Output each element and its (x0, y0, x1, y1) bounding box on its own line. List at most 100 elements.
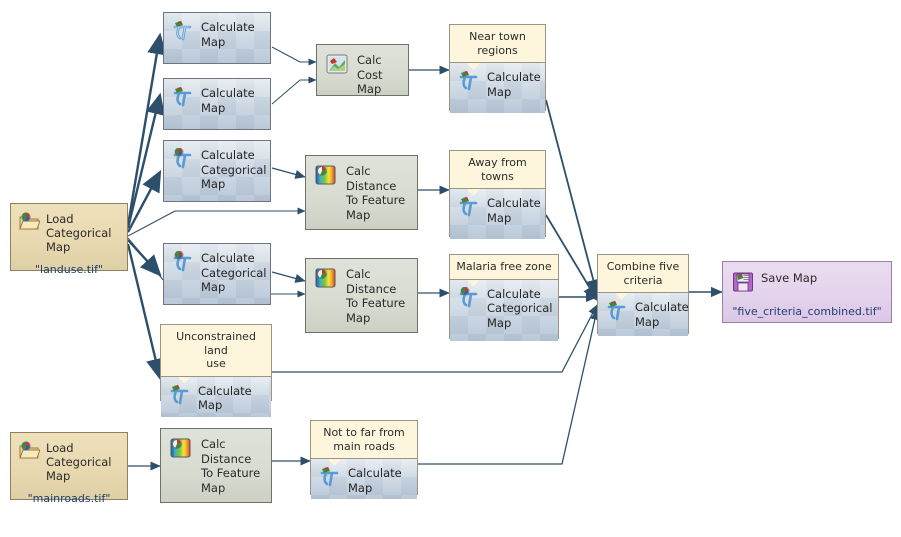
node-label: Calc Cost Map (357, 53, 383, 96)
node-header: Calculate Map (450, 189, 545, 225)
node-label: Calc Distance To Feature Map (346, 267, 406, 325)
node-header: Calc Distance To Feature Map (306, 156, 417, 222)
group-body: Calculate Map (598, 292, 689, 336)
node-save-map[interactable]: Save Map "five_criteria_combined.tif" (722, 261, 892, 323)
node-label: Load Categorical Map (46, 212, 112, 254)
node-calculate-categorical-map-malaria[interactable]: Calculate Categorical Map (450, 279, 558, 341)
group-near-town-regions[interactable]: Near town regions Calculate Map (449, 24, 546, 113)
folder-categorical-icon (19, 441, 40, 459)
distance-to-feature-icon (315, 268, 336, 288)
group-body: Calculate Map (450, 62, 545, 113)
wire-calcmap2-cost (271, 76, 317, 105)
group-title: Near town regions (450, 25, 545, 62)
node-calculate-categorical-map-2[interactable]: Calculate Categorical Map (163, 243, 271, 305)
node-header: Calculate Map (161, 377, 271, 413)
distance-to-feature-icon (315, 165, 336, 185)
node-calc-cost-map[interactable]: Calc Cost Map (316, 44, 409, 96)
wire-landuse-calccat2 (127, 239, 162, 277)
node-calculate-categorical-map-1[interactable]: Calculate Categorical Map (163, 140, 271, 202)
node-label: Calculate Map (487, 70, 541, 99)
node-header: Calculate Map (598, 293, 689, 329)
node-label: Calculate Categorical Map (487, 286, 553, 330)
group-notch (178, 376, 191, 384)
node-label: Calc Distance To Feature Map (201, 437, 261, 495)
node-header: Calculate Map (164, 79, 270, 115)
node-label: Calculate Map (201, 86, 255, 115)
node-calc-distance-to-feature-map-1[interactable]: Calc Distance To Feature Map (305, 155, 418, 230)
node-header: Calculate Map (450, 63, 545, 99)
calculate-categorical-map-icon (459, 286, 478, 307)
group-combine-five-criteria[interactable]: Combine five criteria Calculate Map (597, 254, 689, 336)
node-load-categorical-map-landuse[interactable]: Load Categorical Map "landuse.tif" (10, 203, 128, 276)
node-label: Calculate Map (201, 20, 255, 49)
node-calculate-map-combine[interactable]: Calculate Map (598, 293, 689, 336)
node-header: Save Map (723, 262, 891, 293)
calculate-map-icon (170, 384, 189, 404)
node-calculate-map-2[interactable]: Calculate Map (163, 78, 271, 130)
calculate-map-icon (607, 301, 626, 321)
node-label: Load Categorical Map (46, 441, 112, 483)
group-title: Away from towns (450, 151, 545, 188)
group-notch (467, 189, 480, 196)
node-label: Calculate Map (487, 196, 541, 225)
node-label: Save Map (761, 271, 818, 285)
node-filename: "five_criteria_combined.tif" (732, 305, 882, 318)
group-title: Unconstrained land use (161, 325, 271, 376)
calculate-map-icon (459, 71, 478, 91)
floppy-disk-icon (733, 272, 753, 292)
cost-map-icon (326, 54, 348, 74)
group-unconstrained-land-use[interactable]: Unconstrained land use Calculate Map (160, 324, 272, 417)
calculate-map-icon (320, 467, 339, 487)
group-title: Malaria free zone (450, 255, 558, 279)
node-label: Calculate Map (348, 466, 402, 495)
wire-landuse-calcmap1 (126, 32, 167, 226)
node-label: Calculate Categorical Map (201, 251, 267, 294)
wire-landuse-calccat1 (126, 169, 162, 233)
node-label: Calculate Map (635, 300, 689, 329)
wire-landuse-calcmap2 (126, 92, 165, 229)
group-notch (467, 279, 480, 287)
node-header: Calculate Categorical Map (164, 244, 270, 295)
calculate-categorical-map-icon (173, 148, 192, 169)
node-calculate-map-unconstrained[interactable]: Calculate Map (161, 376, 271, 417)
node-label: Calc Distance To Feature Map (346, 164, 406, 222)
node-calc-distance-to-feature-map-3[interactable]: Calc Distance To Feature Map (160, 428, 272, 503)
node-header: Calculate Map (164, 13, 270, 49)
group-body: Calculate Categorical Map (450, 278, 558, 341)
wire-calccat2-dist2 (271, 271, 306, 283)
calculate-map-icon (173, 87, 192, 107)
node-label: Calculate Map (198, 383, 252, 413)
node-header: Load Categorical Map (11, 433, 127, 483)
group-notch (328, 459, 341, 466)
distance-to-feature-icon (170, 438, 191, 458)
node-filename: "landuse.tif" (34, 263, 104, 276)
node-load-categorical-map-mainroads[interactable]: Load Categorical Map "mainroads.tif" (10, 432, 128, 505)
group-notch (615, 293, 628, 300)
node-header: Calculate Map (311, 459, 417, 495)
node-header: Calc Cost Map (317, 45, 408, 97)
group-body: Calculate Map (161, 375, 271, 417)
node-header: Calculate Categorical Map (164, 141, 270, 192)
group-notch (467, 63, 480, 70)
calculate-map-icon (173, 21, 192, 41)
node-header: Calc Distance To Feature Map (306, 259, 417, 325)
group-title: Not to far from main roads (311, 421, 417, 458)
node-calculate-map-roads[interactable]: Calculate Map (311, 459, 417, 499)
node-calculate-map-1[interactable]: Calculate Map (163, 12, 271, 64)
group-away-from-towns[interactable]: Away from towns Calculate Map (449, 150, 546, 239)
folder-categorical-icon (19, 212, 40, 230)
node-calculate-map-away-towns[interactable]: Calculate Map (450, 189, 545, 239)
group-title: Combine five criteria (598, 255, 688, 292)
group-malaria-free-zone[interactable]: Malaria free zone Calculate Categorical (449, 254, 559, 341)
calculate-categorical-map-icon (173, 251, 192, 272)
calculate-map-icon (459, 197, 478, 217)
node-header: Calc Distance To Feature Map (161, 429, 271, 495)
wire-calccat1-dist1 (271, 167, 306, 179)
node-calc-distance-to-feature-map-2[interactable]: Calc Distance To Feature Map (305, 258, 418, 333)
node-calculate-map-near-town[interactable]: Calculate Map (450, 63, 545, 113)
node-filename: "mainroads.tif" (27, 492, 111, 505)
group-body: Calculate Map (450, 188, 545, 239)
node-header: Calculate Categorical Map (450, 280, 558, 331)
group-not-to-far-from-main-roads[interactable]: Not to far from main roads Calculate Map (310, 420, 418, 499)
